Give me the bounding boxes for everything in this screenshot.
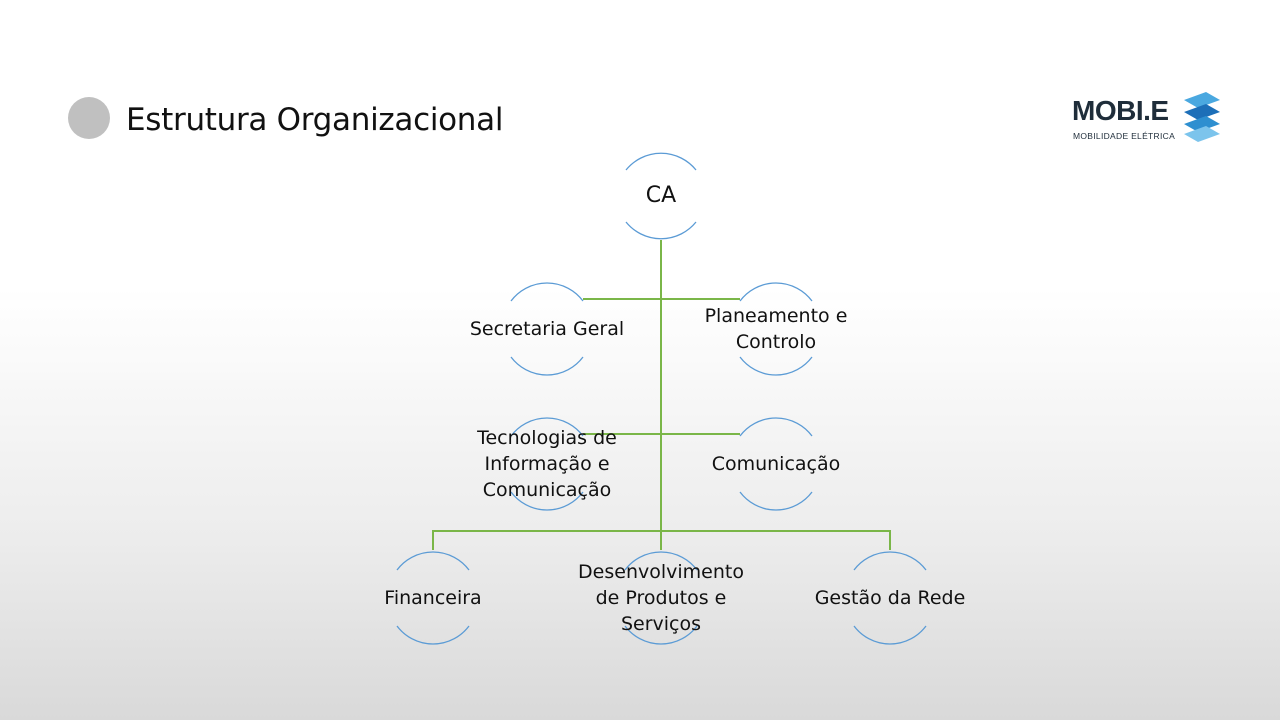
node-financeira-label: Financeira <box>384 587 482 609</box>
node-comunicacao-arcs <box>739 417 813 511</box>
logo-mark-icon <box>1184 92 1220 142</box>
node-ca-label: CA <box>645 183 677 208</box>
node-secretaria-geral: Secretaria Geral <box>470 281 624 377</box>
node-gestao-rede: Gestão da Rede <box>815 550 965 646</box>
node-ca-arcs <box>625 152 697 240</box>
node-planeamento-controlo-label: Planeamento e Controlo <box>704 305 848 353</box>
node-gestao-rede-label: Gestão da Rede <box>814 587 966 609</box>
node-comunicacao-label: Comunicação <box>711 453 841 475</box>
logo-subtitle: MOBILIDADE ELÉTRICA <box>1073 131 1176 141</box>
node-desenvolvimento-label: Desenvolvimento de Produtos e Serviços <box>578 561 744 635</box>
node-tecnologias-label: Tecnologias de Informação e Comunicação <box>477 427 617 501</box>
node-desenvolvimento-arcs <box>624 551 698 645</box>
node-secretaria-geral-label: Secretaria Geral <box>469 318 625 340</box>
node-ca: CA <box>624 148 698 244</box>
title-bullet-icon <box>68 97 110 139</box>
logo-wordmark: MOBI.E <box>1072 95 1169 126</box>
node-secretaria-geral-arcs <box>510 282 584 376</box>
mobie-logo: MOBI.E MOBILIDADE ELÉTRICA <box>1068 90 1228 146</box>
node-comunicacao: Comunicação <box>712 416 840 512</box>
node-tecnologias-arcs <box>510 417 584 511</box>
node-gestao-rede-arcs <box>853 551 927 645</box>
node-financeira: Financeira <box>384 550 482 646</box>
node-tecnologias: Tecnologias de Informação e Comunicação <box>477 416 617 512</box>
node-financeira-arcs <box>396 551 470 645</box>
page-title: Estrutura Organizacional <box>126 102 504 138</box>
node-planeamento-controlo: Planeamento e Controlo <box>705 281 847 377</box>
node-planeamento-controlo-arcs <box>739 282 813 376</box>
node-desenvolvimento: Desenvolvimento de Produtos e Serviços <box>578 550 744 646</box>
